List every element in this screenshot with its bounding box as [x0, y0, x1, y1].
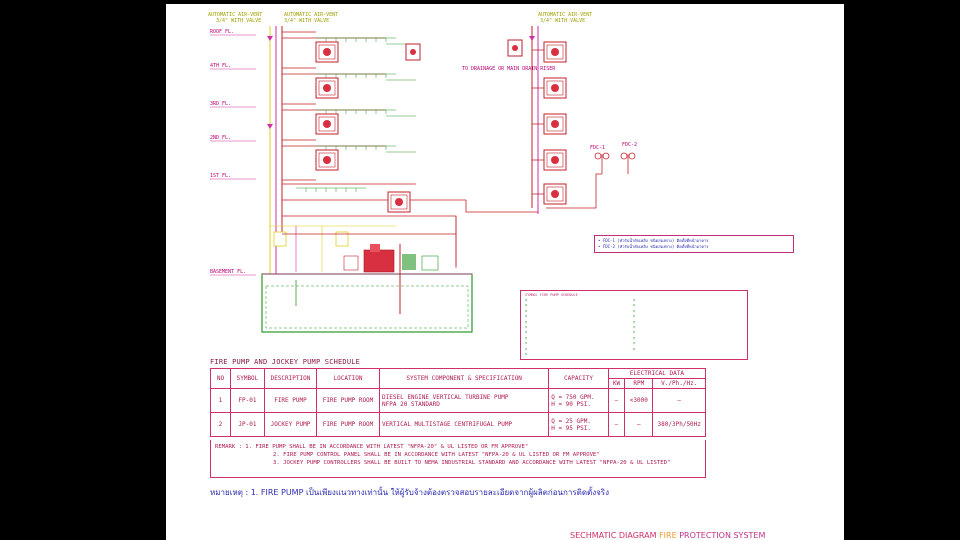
floor-label-basement: BASEMENT FL.	[210, 269, 246, 275]
sheet-title-part-a: SECHMATIC DIAGRAM	[570, 531, 657, 540]
fdc-note-box: • FDC-1 (หัวรับน้ำดับเพลิง ชนิดสองทาง) ต…	[594, 235, 794, 253]
col-kw: KW	[607, 378, 626, 389]
schedule-remarks: REMARK : 1. FIRE PUMP SHALL BE IN ACCORD…	[210, 440, 706, 478]
vent-label-3: AUTOMATIC AIR-VENT	[538, 12, 592, 18]
hose-cabinets-left	[315, 41, 421, 213]
schematic-diagram: AUTOMATIC AIR-VENT 3/4" WITH VALVE AUTOM…	[208, 12, 637, 333]
legend-item	[525, 341, 532, 346]
vent-label-2b: 3/4" WITH VALVE	[284, 18, 329, 24]
col-location: LOCATION	[315, 368, 381, 389]
vent-label-2: AUTOMATIC AIR-VENT	[284, 12, 338, 18]
sheet-title-part-c: PROTECTION SYSTEM	[676, 531, 766, 540]
sheet-title-part-b: FIRE	[656, 531, 677, 540]
legend-item	[525, 314, 532, 319]
fdc-note-2: • FDC-2 (หัวรับน้ำดับเพลิง ชนิดสองทาง) ต…	[598, 243, 709, 249]
sprinkler-lines	[296, 37, 416, 192]
floor-label-roof: ROOF FL.	[210, 29, 234, 35]
vent-label-1b: 3/4" WITH VALVE	[216, 18, 261, 24]
symbol-legend-box: SYMBOL FIRE PUMP SCHEDULE	[520, 290, 748, 360]
fdc-1: FDC-1	[590, 145, 610, 174]
table-row: 2 JP-01 JOCKEY PUMP FIRE PUMP ROOM VERTI…	[210, 412, 706, 437]
pump-room	[261, 244, 473, 333]
fdc-note-1: • FDC-1 (หัวรับน้ำดับเพลิง ชนิดสองทาง) ต…	[598, 238, 709, 243]
col-rpm: RPM	[624, 378, 654, 389]
schedule-title: FIRE PUMP AND JOCKEY PUMP SCHEDULE	[210, 358, 361, 366]
col-vph: V./Ph./Hz.	[652, 378, 706, 389]
legend-col-2	[633, 298, 640, 352]
drain-label: TO DRAINAGE OR MAIN DRAIN RISER	[462, 66, 556, 72]
thai-note: หมายเหตุ : 1. FIRE PUMP เป็นเพียงแนวทางเ…	[210, 488, 610, 497]
risers	[269, 26, 539, 274]
floor-lines	[210, 34, 256, 276]
sheet-title: SECHMATIC DIAGRAM FIRE PROTECTION SYSTEM	[570, 531, 765, 540]
svg-text:FDC-1: FDC-1	[590, 145, 605, 151]
remark-2: 2. FIRE PUMP CONTROL PANEL SHALL BE IN A…	[273, 452, 600, 458]
col-spec: SYSTEM COMPONENT & SPECIFICATION	[379, 368, 550, 389]
legend-title: SYMBOL FIRE PUMP SCHEDULE	[525, 293, 578, 297]
hose-cabinets-right	[507, 39, 567, 205]
legend-item	[633, 347, 640, 352]
col-symbol: SYMBOL	[229, 368, 265, 389]
floor-label-4: 4TH FL.	[210, 63, 231, 69]
air-vent-markers	[267, 36, 535, 129]
legend-item	[633, 341, 640, 346]
table-row: 1 FP-01 FIRE PUMP FIRE PUMP ROOM DIESEL …	[210, 388, 706, 413]
legend-col-1	[525, 298, 532, 357]
connecting-lines	[282, 216, 457, 268]
pump-schedule-table: NO SYMBOL DESCRIPTION LOCATION SYSTEM CO…	[210, 368, 707, 437]
legend-item	[633, 314, 640, 319]
svg-text:FDC-2: FDC-2	[622, 142, 637, 148]
col-description: DESCRIPTION	[263, 368, 317, 389]
legend-item	[525, 352, 532, 357]
col-electrical: ELECTRICAL DATA	[607, 368, 707, 379]
drawing-sheet: AUTOMATIC AIR-VENT 3/4" WITH VALVE AUTOM…	[166, 4, 844, 540]
fdc-2: FDC-2	[620, 142, 637, 174]
col-no: NO	[210, 368, 231, 389]
fire-pump	[343, 244, 439, 273]
floor-label-3: 3RD FL.	[210, 101, 231, 107]
col-capacity: CAPACITY	[548, 368, 609, 389]
floor-label-1: 1ST FL.	[210, 173, 231, 179]
remark-3: 3. JOCKEY PUMP CONTROLLERS SHALL BE BUIL…	[273, 460, 671, 466]
vent-label-1: AUTOMATIC AIR-VENT	[208, 12, 262, 18]
vent-label-3b: 3/4" WITH VALVE	[540, 18, 585, 24]
floor-label-2: 2ND FL.	[210, 135, 231, 141]
remark-1: REMARK : 1. FIRE PUMP SHALL BE IN ACCORD…	[215, 444, 529, 450]
